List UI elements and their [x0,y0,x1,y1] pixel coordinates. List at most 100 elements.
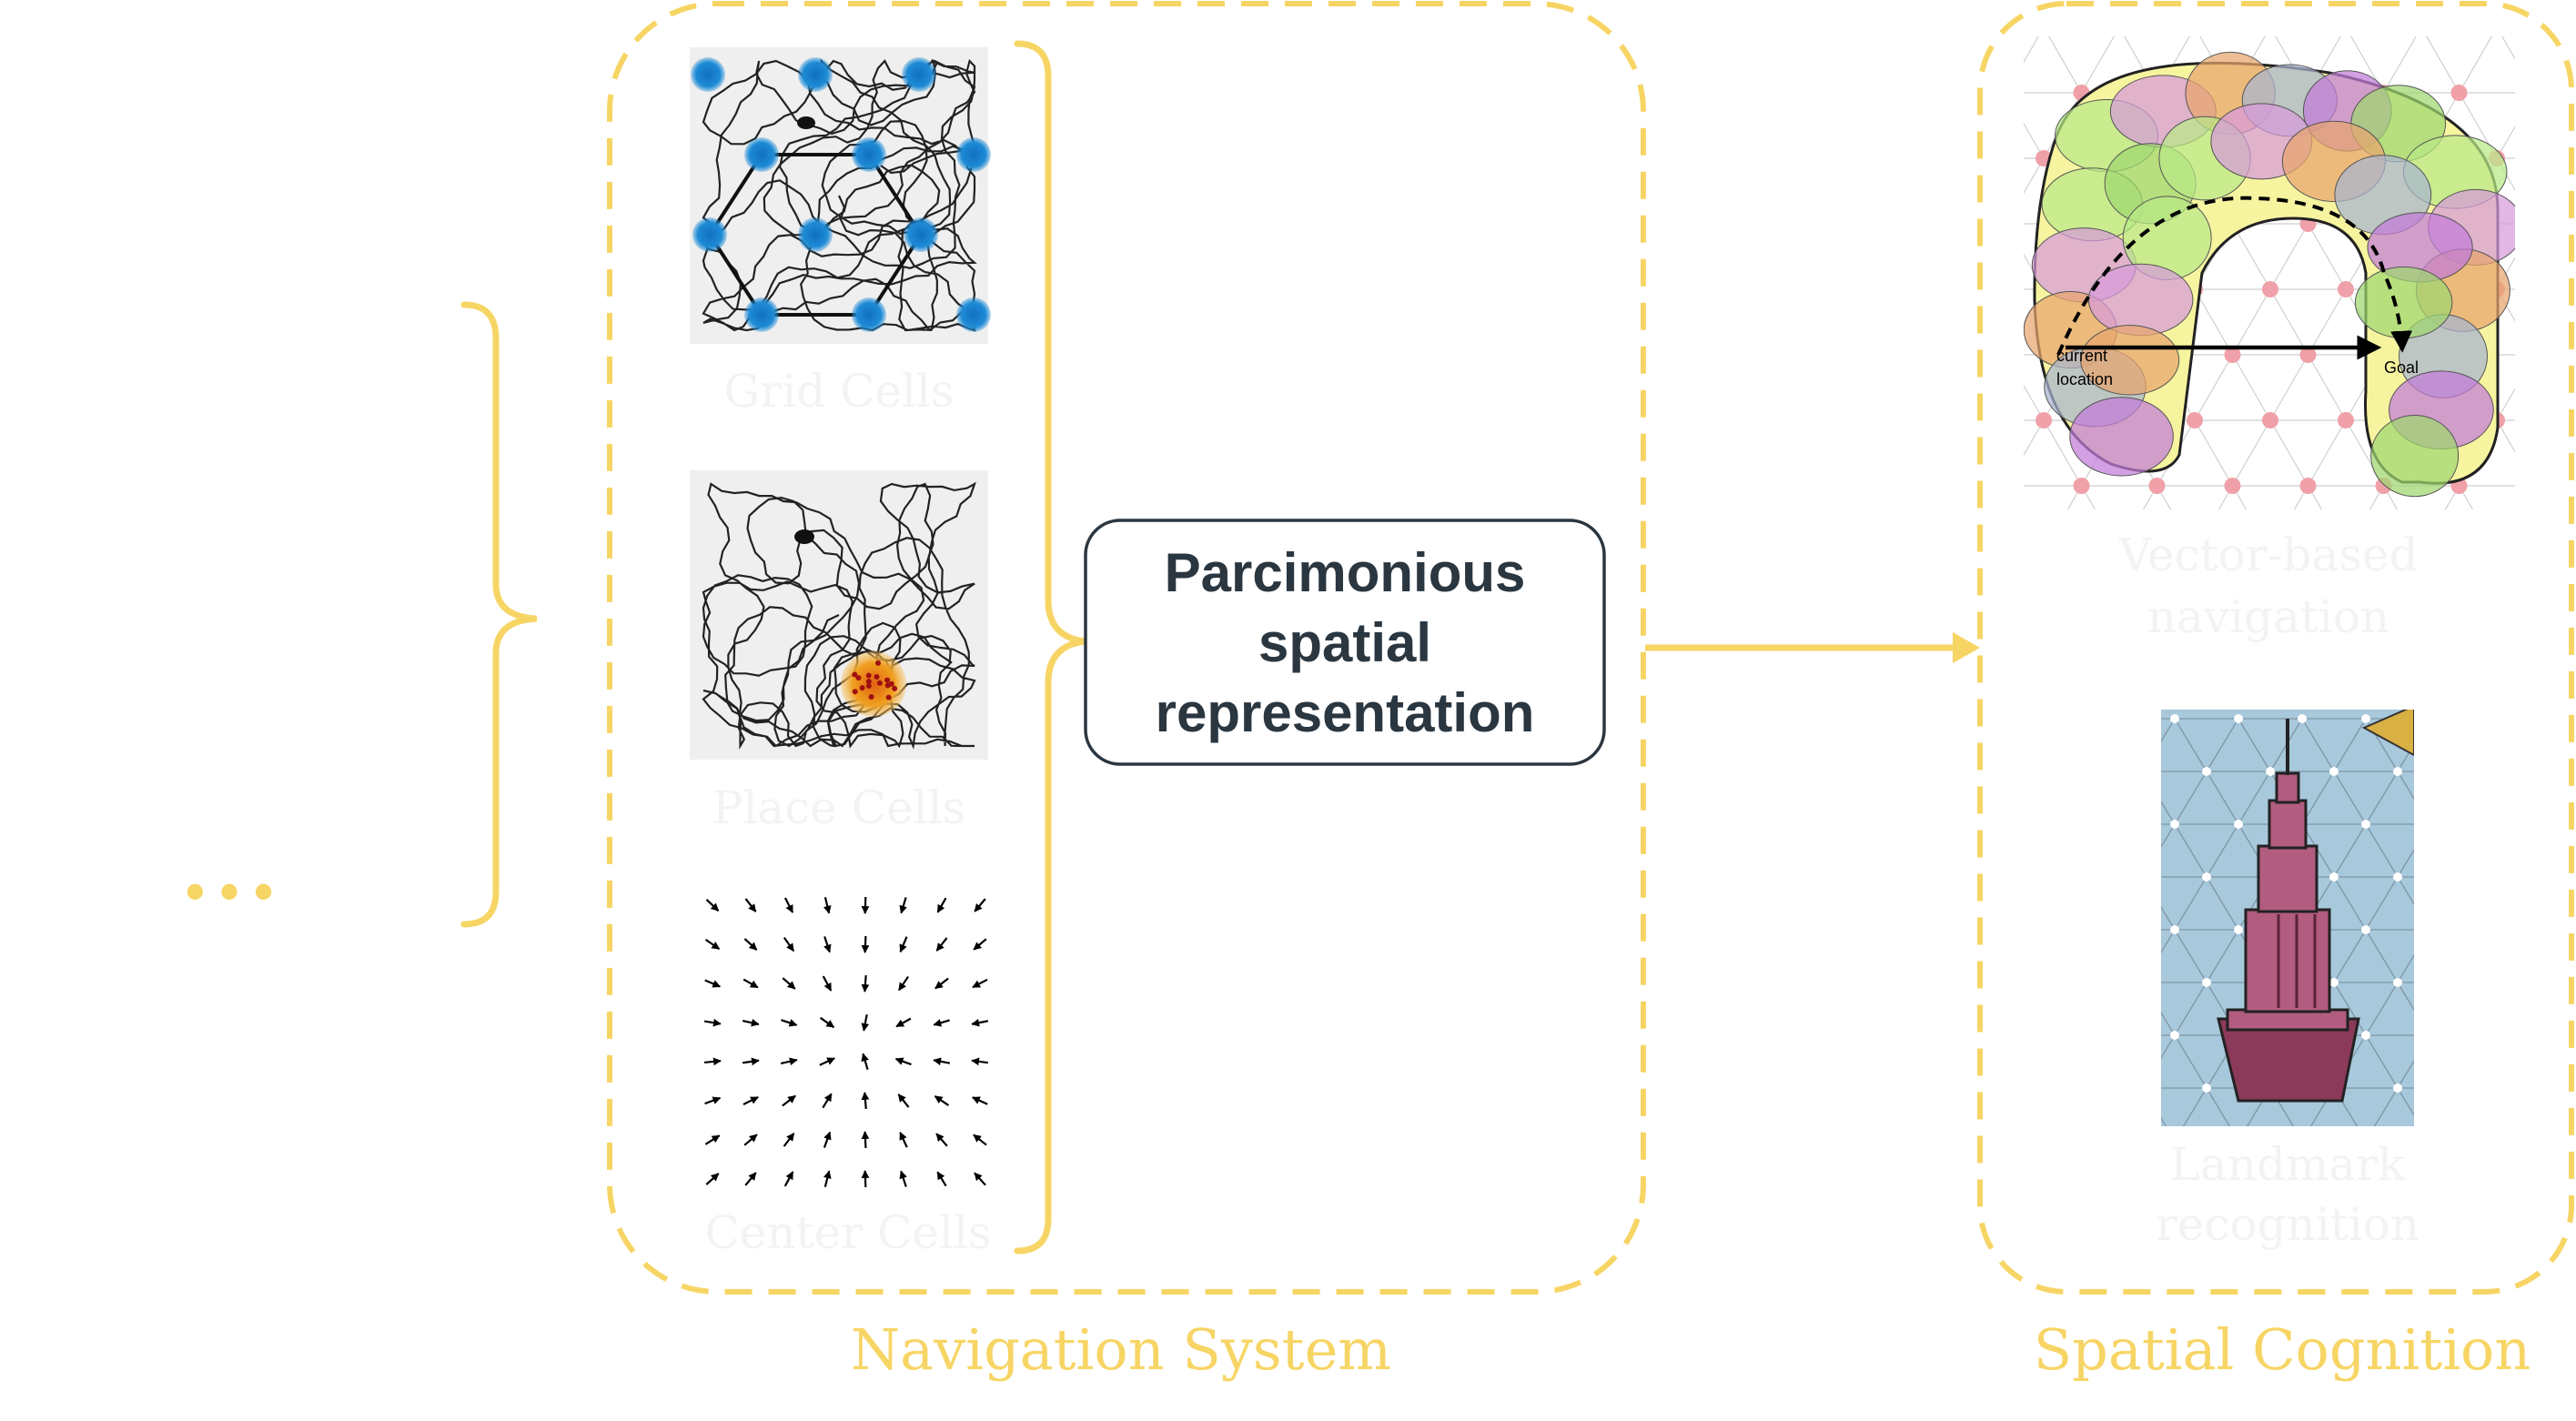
landmark-lattice-node [2106,714,2116,723]
lattice-node [2262,412,2278,428]
vector-arrow-glyph [705,1173,720,1185]
lattice-node [2564,19,2576,35]
landmark-lattice-edge [2430,1035,2461,1088]
lattice-edge [1931,158,1969,224]
lattice-edge [2048,36,2083,94]
vector-arrow-glyph [899,1132,908,1148]
lattice-node [2527,85,2543,101]
arc-path [2056,196,2413,356]
landmark-lattice-edge [2333,876,2367,931]
landmark-lattice-edge [2365,1034,2399,1089]
landmark-lattice-node [2329,767,2339,776]
landmark-lattice-edge [2333,718,2367,772]
landmark-lattice-edge [2079,824,2111,877]
lattice-node [1998,347,2015,363]
lattice-node [2224,478,2241,494]
lattice-edge [2142,485,2158,509]
landmark-lattice-node [2425,820,2434,829]
lattice-edge [2496,126,2515,159]
vector-arrow-glyph [743,1134,758,1146]
lattice-node [2527,216,2543,232]
lattice-edge [1968,224,2006,289]
spike-dot [875,660,882,666]
landmark-lattice-edge [2373,1087,2399,1126]
landmark-lattice-edge [2397,848,2414,878]
lattice-node [2262,19,2278,35]
landmark-lattice-edge [2461,983,2493,1035]
spike-dot [852,671,858,678]
lattice-edge [1968,420,2006,486]
lattice-node [1960,150,1976,166]
lattice-edge [2293,485,2309,509]
grid-firing-field [852,137,886,172]
landmark-lattice-edge [2174,1034,2207,1089]
landmark-lattice-edge [2397,982,2414,1012]
landmark-lattice-edge [2333,823,2367,878]
landmark-lattice-node [2202,978,2211,987]
lattice-edge [1968,289,2006,355]
landmark-lattice-node [2393,1083,2402,1093]
lattice-edge [2535,420,2573,486]
grid-firing-field [956,297,991,332]
goal-label: Goal [2384,358,2419,377]
lattice-node [1960,543,1976,559]
landmark-lattice-node [2202,767,2211,776]
landmark-lattice-node [2457,872,2466,882]
lattice-edge [2217,485,2234,509]
landmark-lattice-edge [2397,953,2414,983]
rat-icon [797,116,815,129]
vector-arrow-glyph [899,1170,907,1187]
landmark-lattice-edge [2174,876,2207,931]
landmark-lattice-edge [2430,1141,2461,1194]
vector-arrow-glyph [936,1171,947,1187]
spike-dot [855,675,862,681]
vector-arrow-glyph [782,977,796,990]
vector-arrow-glyph [897,1093,910,1108]
lattice-node [2262,281,2278,297]
lattice-edge [2535,93,2573,158]
vector-arrow-glyph [780,1057,798,1066]
vector-arrow-glyph [861,1053,869,1070]
ellipsis: • • • [186,861,273,922]
lattice-edge [2194,288,2234,356]
landmark-lattice-edge [2430,877,2461,930]
lattice-edge [2458,36,2492,94]
vector-arrow-glyph [742,1018,760,1027]
lattice-edge [2535,0,2573,27]
grid-firing-field [744,137,779,172]
landmark-lattice-node [2202,872,2211,882]
vector-arrow-glyph [935,1133,948,1147]
lattice-edge [2535,355,2573,420]
landmark-lattice-edge [2238,771,2271,825]
landmark-lattice-edge [2365,929,2399,983]
landmark-lattice-edge [2333,929,2367,983]
landmark-lattice-edge [2430,930,2461,983]
vector-navigation-label-line1: Vector-based [2117,529,2418,581]
landmark-lattice-edge [2430,771,2461,824]
grid-firing-field [744,297,779,332]
lattice-node [2527,478,2543,494]
landmark-lattice-edge [2161,823,2176,849]
landmark-lattice-edge [2397,1059,2414,1089]
lattice-node [2187,412,2203,428]
lattice-node [2338,412,2354,428]
landmark-lattice-node [2457,767,2466,776]
landmark-lattice-node [2138,1083,2147,1093]
landmark-lattice-edge [2461,877,2493,930]
landmark-lattice-node [2457,978,2466,987]
vector-navigation-image: current location Goal [1931,0,2576,617]
lattice-edge [2024,122,2045,159]
vector-arrow-glyph [705,899,720,912]
current-location-label-line1: current [2056,347,2107,365]
lattice-edge [2444,485,2460,509]
box-text-line2: spatial [1258,612,1431,673]
lattice-edge [2421,551,2460,617]
vector-arrow-glyph [899,936,908,953]
landmark-lattice-edge [2111,877,2143,930]
vector-arrow-glyph [783,1133,795,1147]
place-field [841,651,906,717]
lattice-edge [2156,485,2172,509]
landmark-lattice-edge [2206,929,2239,983]
landmark-lattice-edge [2182,1087,2207,1126]
lattice-node [2036,412,2052,428]
